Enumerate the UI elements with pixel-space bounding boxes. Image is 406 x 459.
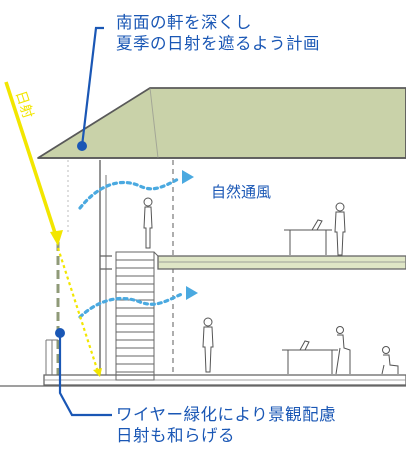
person-standing-ground	[202, 317, 214, 373]
ventilation-arrows	[78, 176, 186, 319]
callout-wire-text: ワイヤー緑化により景観配慮 日射も和らげる	[116, 404, 336, 446]
person-standing-upper	[143, 197, 153, 249]
desk-group-ground	[282, 326, 351, 375]
natural-ventilation-label: 自然通風	[211, 183, 272, 201]
chair-ground-right	[381, 346, 399, 375]
ventilation-arrowhead-upper	[182, 170, 194, 184]
callout-leader-eaves	[80, 26, 104, 147]
callout-eaves-line-2: 夏季の日射を遮るよう計画	[116, 34, 320, 53]
callout-wire-line-2: 日射も和らげる	[116, 426, 235, 445]
sun-ray-main	[4, 81, 58, 237]
callout-eaves-text: 南面の軒を深くし 夏季の日射を遮るよう計画	[116, 12, 320, 54]
balcony-railing	[45, 339, 58, 375]
roof-inner-line	[149, 87, 159, 159]
person-standing-upper-right	[334, 202, 346, 256]
sun-ray-secondary-arrowhead	[93, 368, 102, 377]
callout-marker-wire	[55, 328, 65, 338]
roof	[37, 87, 406, 159]
ventilation-arrowhead-lower	[186, 286, 198, 300]
upper-floor-slab	[100, 255, 406, 270]
callout-wire-line-1: ワイヤー緑化により景観配慮	[116, 405, 337, 424]
callout-marker-eaves	[77, 141, 87, 151]
callout-leader-wire	[58, 333, 112, 417]
desk-with-laptop-upper	[284, 219, 332, 255]
sun-ray-secondary	[56, 247, 100, 373]
staircase	[115, 251, 159, 381]
sun-ray-arrowhead	[50, 230, 63, 246]
callout-eaves-line-1: 南面の軒を深くし	[116, 13, 252, 32]
ground-floor-slab	[0, 374, 406, 387]
